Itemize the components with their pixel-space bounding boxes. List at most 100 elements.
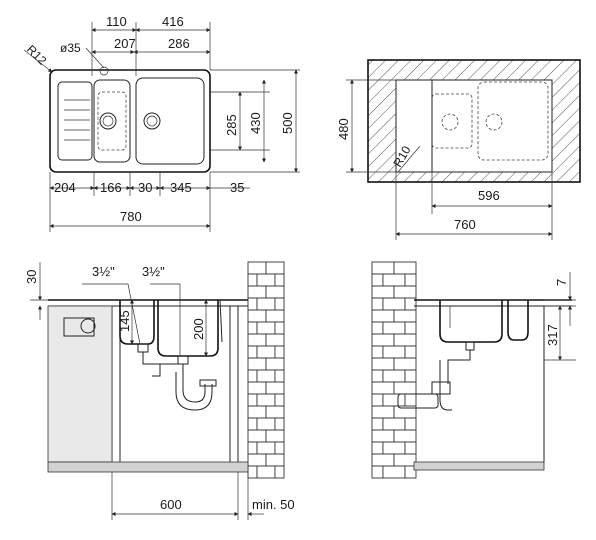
- hole-diameter-label: ø35: [60, 41, 81, 55]
- brick: [247, 429, 267, 443]
- brick: [247, 405, 267, 419]
- brick: [393, 333, 417, 347]
- brick: [256, 417, 276, 431]
- brick: [371, 453, 395, 467]
- brick: [382, 441, 406, 455]
- brick: [382, 273, 406, 287]
- dim-200: 200: [191, 318, 206, 340]
- brick: [256, 321, 276, 335]
- dim-600: 600: [160, 497, 182, 512]
- outlet-label-2: 3½": [142, 264, 165, 279]
- brick: [371, 345, 384, 359]
- brick: [371, 273, 384, 287]
- dim-min50: min. 50: [252, 497, 295, 512]
- brick: [265, 261, 285, 275]
- brick: [247, 393, 258, 407]
- brick: [256, 345, 276, 359]
- appliance: [47, 305, 113, 463]
- dim-207: 207: [114, 36, 136, 51]
- brick: [371, 405, 395, 419]
- brick: [247, 453, 267, 467]
- brick: [371, 417, 384, 431]
- dim-145: 145: [117, 310, 132, 332]
- dim-430: 430: [248, 112, 263, 134]
- brick: [382, 465, 406, 479]
- brick: [274, 441, 285, 455]
- brick: [256, 393, 276, 407]
- brick: [371, 381, 395, 395]
- small-bowl: [93, 79, 131, 163]
- brick: [265, 453, 285, 467]
- brick: [404, 321, 417, 335]
- brick: [393, 381, 417, 395]
- brick: [247, 333, 267, 347]
- brick: [256, 273, 276, 287]
- brick: [404, 417, 417, 431]
- brick: [371, 333, 395, 347]
- brick: [265, 333, 285, 347]
- brick: [404, 369, 417, 383]
- brick: [247, 261, 267, 275]
- dim-30-side: 30: [24, 270, 39, 284]
- brick: [371, 309, 395, 323]
- brick: [371, 261, 395, 275]
- brick: [247, 273, 258, 287]
- brick: [393, 309, 417, 323]
- side-view-right: 7 317: [371, 261, 576, 479]
- brick: [274, 369, 285, 383]
- brick: [247, 417, 258, 431]
- top-radius-label: R12: [24, 42, 50, 68]
- brick: [247, 441, 258, 455]
- cabinet-right-panel: [229, 305, 239, 465]
- dim-110: 110: [106, 14, 127, 29]
- brick: [256, 369, 276, 383]
- brick: [265, 309, 285, 323]
- brick: [274, 321, 285, 335]
- brick: [274, 345, 285, 359]
- brick: [247, 381, 267, 395]
- small-bowl-drain: [99, 112, 117, 130]
- brick: [382, 297, 406, 311]
- brick: [371, 297, 384, 311]
- brick: [247, 309, 267, 323]
- dim-317: 317: [545, 324, 560, 346]
- drainer-ribs: [57, 81, 93, 161]
- dim-204: 204: [54, 180, 76, 195]
- top-view: R12 ø35 110 416 207 286 285 430 500: [23, 14, 300, 232]
- dim-345: 345: [170, 180, 192, 195]
- large-bowl: [135, 77, 205, 165]
- cutout-view: R10 480 596 760: [336, 59, 581, 240]
- brick: [404, 441, 417, 455]
- dim-285: 285: [224, 114, 239, 136]
- brick: [247, 465, 258, 479]
- brick: [265, 381, 285, 395]
- brick: [371, 465, 384, 479]
- dim-35: 35: [230, 180, 244, 195]
- brick: [382, 321, 406, 335]
- brick: [256, 297, 276, 311]
- brick: [371, 369, 384, 383]
- dim-416: 416: [162, 14, 184, 29]
- brick: [247, 297, 258, 311]
- brick: [382, 417, 406, 431]
- brick: [382, 393, 406, 407]
- dim-166: 166: [100, 180, 122, 195]
- brick: [404, 273, 417, 287]
- brick: [265, 357, 285, 371]
- brick: [265, 285, 285, 299]
- brick: [404, 393, 417, 407]
- dim-7: 7: [554, 279, 569, 286]
- brick: [382, 345, 406, 359]
- cutout: [395, 79, 553, 173]
- brick: [256, 465, 276, 479]
- dim-780: 780: [120, 209, 142, 224]
- brick: [404, 345, 417, 359]
- brick: [393, 285, 417, 299]
- brick: [382, 369, 406, 383]
- brick: [274, 465, 285, 479]
- brick: [247, 369, 258, 383]
- brick: [247, 345, 258, 359]
- dim-286: 286: [168, 36, 190, 51]
- brick: [265, 405, 285, 419]
